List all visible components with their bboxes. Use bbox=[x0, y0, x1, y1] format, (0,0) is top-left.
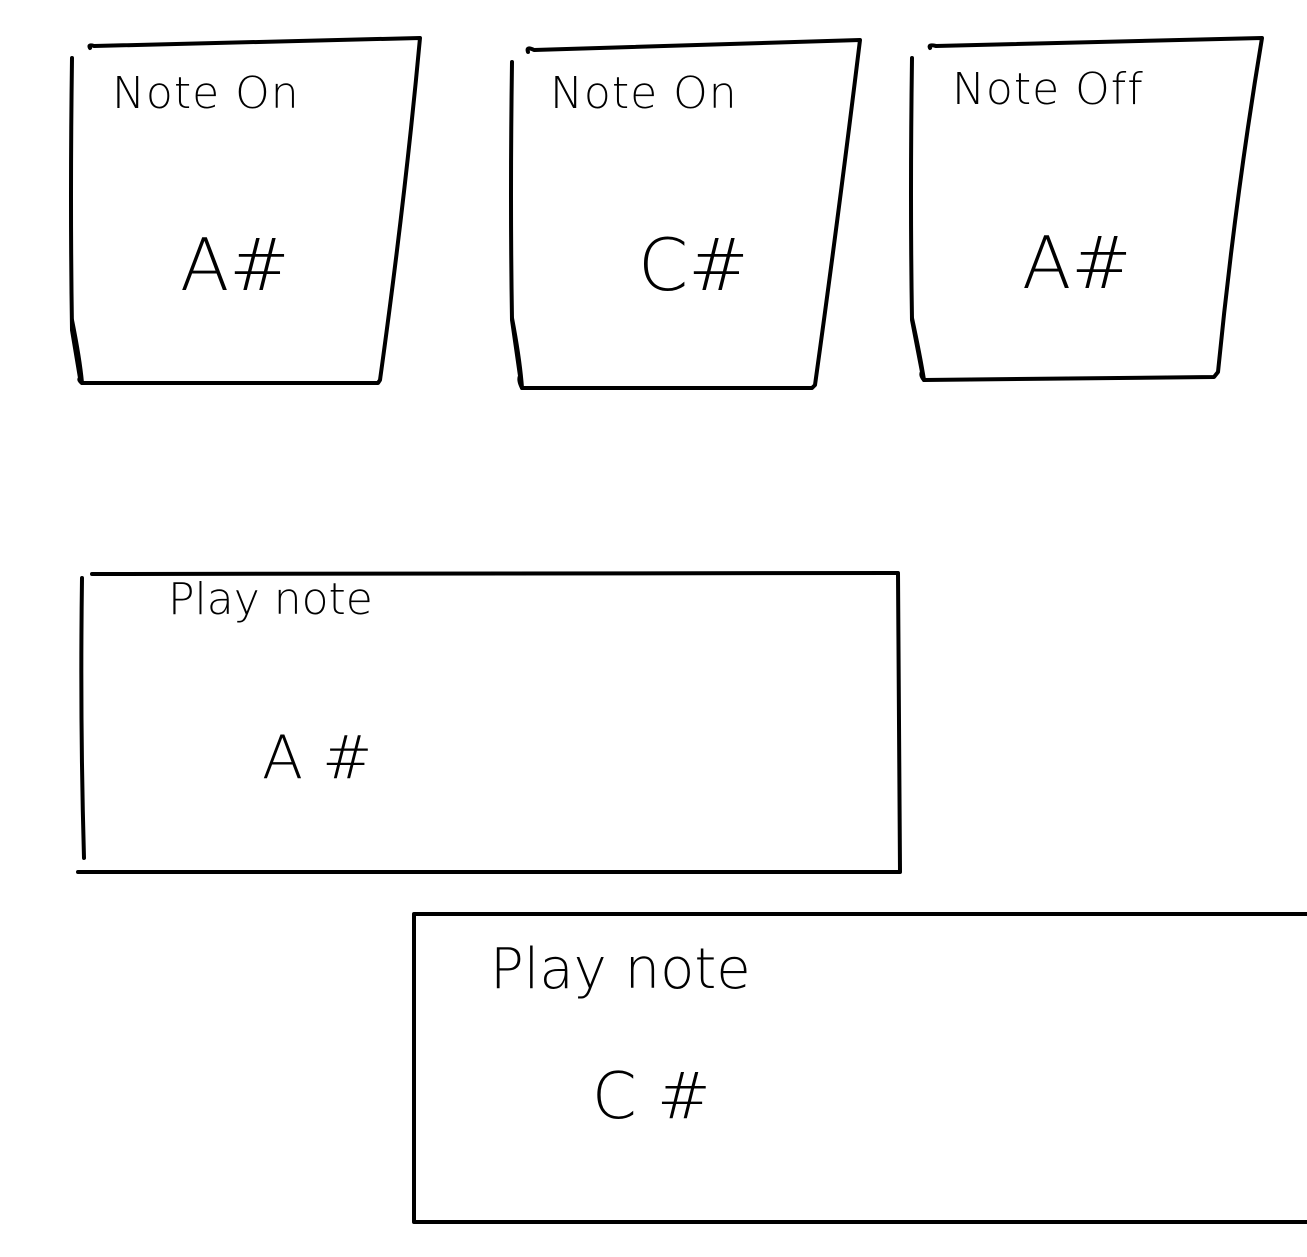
event-type-label: Note On bbox=[112, 68, 300, 119]
play-note-block-c-sharp: Play note C # bbox=[412, 912, 1307, 1224]
play-note-block-a-sharp: Play note A # bbox=[76, 571, 902, 874]
event-note-label: A# bbox=[180, 223, 290, 307]
play-block-title: Play note bbox=[168, 574, 373, 625]
card-border bbox=[909, 36, 1264, 382]
event-type-label: Note Off bbox=[952, 64, 1144, 115]
card-bottom-curve bbox=[510, 316, 524, 390]
card-border bbox=[69, 36, 422, 385]
block-border bbox=[76, 571, 902, 874]
event-card-note-on-a-sharp: Note On A# bbox=[69, 36, 422, 385]
play-block-note: C # bbox=[592, 1060, 711, 1134]
play-block-title: Play note bbox=[490, 937, 751, 1002]
card-border bbox=[509, 38, 862, 390]
play-block-note: A # bbox=[262, 723, 372, 793]
event-type-label: Note On bbox=[550, 68, 738, 119]
event-note-label: C# bbox=[638, 223, 749, 307]
card-bottom-curve bbox=[70, 318, 84, 385]
card-bottom-curve bbox=[910, 316, 926, 382]
event-card-note-on-c-sharp: Note On C# bbox=[509, 38, 862, 390]
event-card-note-off-a-sharp: Note Off A# bbox=[909, 36, 1264, 382]
block-border bbox=[412, 912, 1307, 1224]
event-note-label: A# bbox=[1022, 221, 1132, 305]
